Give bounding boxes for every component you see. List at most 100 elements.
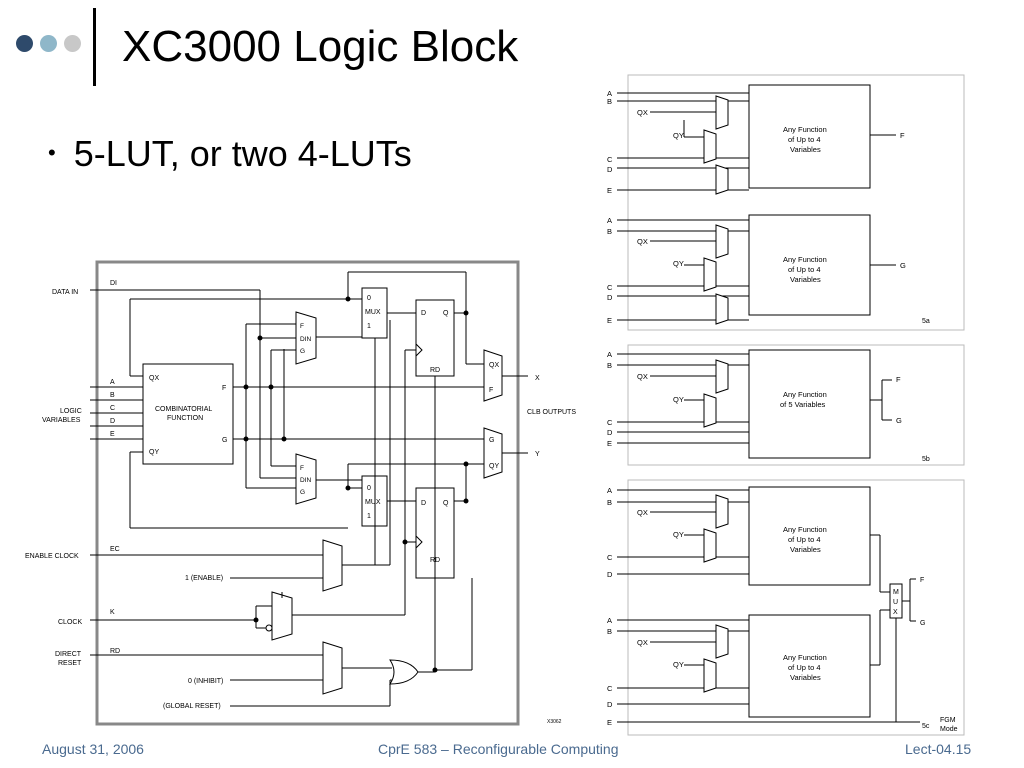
muxbot-0: 0 bbox=[367, 485, 371, 492]
label-enable-1: 1 (ENABLE) bbox=[185, 575, 223, 582]
svg-text:A: A bbox=[607, 216, 612, 225]
fgm-mode-2: Mode bbox=[940, 726, 958, 733]
bullet-item: •5-LUT, or two 4-LUTs bbox=[48, 133, 412, 175]
panel-5a-id: 5a bbox=[922, 318, 930, 325]
panel-5b-frame bbox=[627, 344, 965, 466]
svg-text:D: D bbox=[607, 293, 613, 302]
svg-text:B: B bbox=[607, 97, 612, 106]
label-enable-clock: ENABLE CLOCK bbox=[25, 553, 79, 560]
panel-5c-lower: Any Function of Up to 4 Variables A B QX… bbox=[607, 614, 920, 727]
fgm-mux-x: X bbox=[893, 609, 898, 616]
label-clock: CLOCK bbox=[58, 619, 82, 626]
output-mux-x bbox=[483, 349, 503, 402]
svg-text:E: E bbox=[607, 439, 612, 448]
muxtop-1: 1 bbox=[367, 323, 371, 330]
mux1-f: F bbox=[300, 323, 304, 330]
output-y: Y bbox=[535, 451, 540, 458]
combinatorial-function-block bbox=[142, 363, 234, 465]
svg-text:B: B bbox=[607, 227, 612, 236]
panel-5a-upper: Any Function of Up to 4 Variables A B QX… bbox=[607, 84, 905, 195]
svg-text:QY: QY bbox=[673, 395, 684, 404]
svg-text:QX: QX bbox=[637, 508, 648, 517]
label-direct-reset-1: DIRECT bbox=[55, 651, 82, 658]
output-x: X bbox=[535, 375, 540, 382]
mux1-din: DIN bbox=[300, 336, 312, 343]
panel-5c-id: 5c bbox=[922, 723, 930, 730]
input-lines bbox=[90, 289, 390, 707]
svg-text:Any Function: Any Function bbox=[783, 525, 827, 534]
comb-f: F bbox=[222, 385, 226, 392]
bullet-text: 5-LUT, or two 4-LUTs bbox=[73, 133, 412, 174]
svg-text:C: C bbox=[607, 283, 613, 292]
footer-course: CprE 583 – Reconfigurable Computing bbox=[378, 741, 619, 757]
omy-g: G bbox=[489, 437, 494, 444]
svg-text:C: C bbox=[607, 553, 613, 562]
input-d: D bbox=[110, 418, 115, 425]
fgm-mux-m: M bbox=[893, 589, 899, 596]
svg-text:QY: QY bbox=[673, 660, 684, 669]
svg-text:QX: QX bbox=[637, 372, 648, 381]
din-mux-bottom bbox=[295, 453, 317, 505]
svg-text:E: E bbox=[607, 186, 612, 195]
svg-text:E: E bbox=[607, 718, 612, 727]
mux1-g: G bbox=[300, 348, 305, 355]
muxbot-label: MUX bbox=[365, 499, 381, 506]
comb-qy: QY bbox=[149, 449, 159, 456]
footer-date: August 31, 2006 bbox=[42, 741, 144, 757]
svg-text:C: C bbox=[607, 684, 613, 693]
omx-qx: QX bbox=[489, 362, 499, 369]
svg-text:Variables: Variables bbox=[790, 673, 821, 682]
panel-5b-id: 5b bbox=[922, 456, 930, 463]
label-figure-id: X3062 bbox=[547, 719, 562, 725]
enable-clock-mux bbox=[322, 539, 343, 592]
muxbot-1: 1 bbox=[367, 513, 371, 520]
input-a: A bbox=[110, 379, 115, 386]
svg-text:D: D bbox=[607, 165, 613, 174]
title-divider bbox=[93, 8, 96, 86]
comb-qx: QX bbox=[149, 375, 159, 382]
omy-qy: QY bbox=[489, 463, 499, 470]
svg-text:Any Function: Any Function bbox=[783, 390, 827, 399]
svg-text:A: A bbox=[607, 616, 612, 625]
svg-text:Variables: Variables bbox=[790, 275, 821, 284]
svg-text:of 5 Variables: of 5 Variables bbox=[780, 400, 826, 409]
pin-k: K bbox=[110, 609, 115, 616]
comb-g: G bbox=[222, 437, 227, 444]
din-mux-top bbox=[295, 311, 317, 365]
svg-text:of Up to 4: of Up to 4 bbox=[788, 663, 821, 672]
fgm-g: G bbox=[920, 620, 925, 627]
dot-dark bbox=[16, 35, 33, 52]
svg-text:F: F bbox=[896, 375, 901, 384]
svg-text:C: C bbox=[607, 418, 613, 427]
svg-text:D: D bbox=[607, 570, 613, 579]
input-c: C bbox=[110, 405, 115, 412]
label-direct-reset-2: RESET bbox=[58, 660, 82, 667]
svg-text:B: B bbox=[607, 498, 612, 507]
svg-text:QX: QX bbox=[637, 108, 648, 117]
svg-text:of Up to 4: of Up to 4 bbox=[788, 265, 821, 274]
svg-text:A: A bbox=[607, 89, 612, 98]
dot-light-blue bbox=[40, 35, 57, 52]
svg-text:A: A bbox=[607, 350, 612, 359]
output-mux-y bbox=[483, 427, 503, 479]
panel-5a-lower: Any Function of Up to 4 Variables A B QX… bbox=[607, 214, 906, 325]
svg-text:C: C bbox=[607, 155, 613, 164]
svg-text:Any Function: Any Function bbox=[783, 125, 827, 134]
svg-text:Any Function: Any Function bbox=[783, 653, 827, 662]
label-inhibit: 0 (INHIBIT) bbox=[188, 678, 223, 685]
fft-d: D bbox=[421, 310, 426, 317]
input-b: B bbox=[110, 392, 115, 399]
svg-text:of Up to 4: of Up to 4 bbox=[788, 535, 821, 544]
flipflop-top bbox=[415, 299, 455, 377]
svg-text:B: B bbox=[607, 627, 612, 636]
clb-frame bbox=[95, 260, 520, 726]
svg-text:Variables: Variables bbox=[790, 145, 821, 154]
comb-label-2: FUNCTION bbox=[167, 415, 203, 422]
svg-text:Any Function: Any Function bbox=[783, 255, 827, 264]
label-clb-outputs: CLB OUTPUTS bbox=[527, 409, 576, 416]
svg-text:of Up to 4: of Up to 4 bbox=[788, 135, 821, 144]
svg-text:G: G bbox=[900, 261, 906, 270]
dot-gray bbox=[64, 35, 81, 52]
svg-text:QX: QX bbox=[637, 638, 648, 647]
ffb-q: Q bbox=[443, 500, 449, 507]
